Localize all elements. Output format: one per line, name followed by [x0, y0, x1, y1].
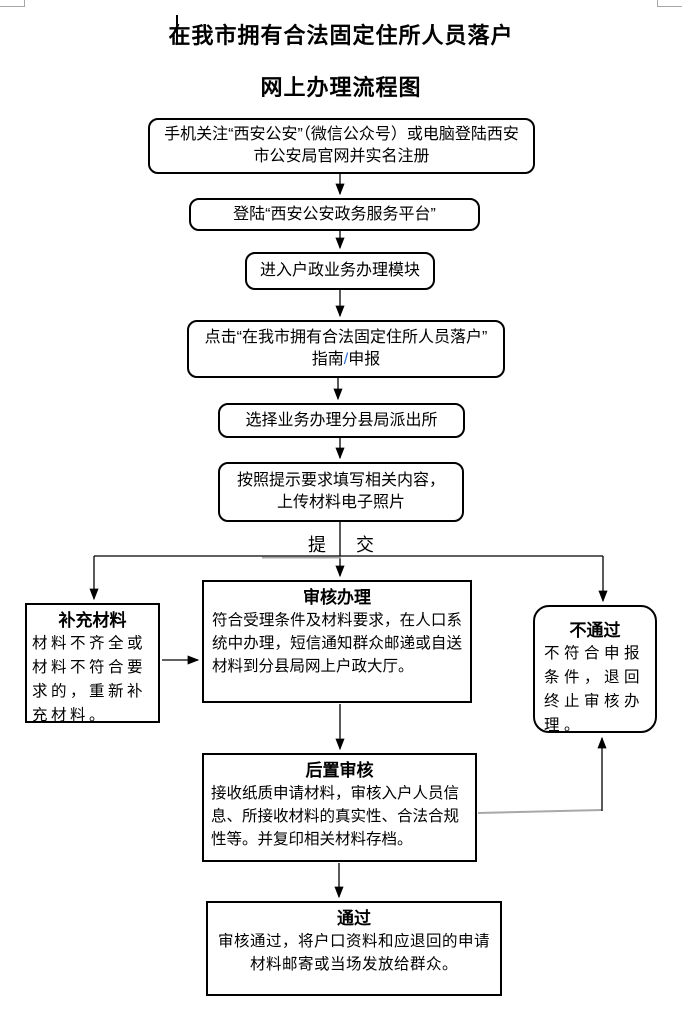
post-review-title: 后置审核: [305, 761, 374, 780]
submit-char-1: 提: [308, 535, 326, 555]
step6-fill-upload-box: 按照提示要求填写相关内容， 上传材料电子照片: [218, 462, 464, 522]
step4-text-line2: 指南/申报: [312, 349, 380, 371]
step4-slash: /: [343, 351, 349, 368]
step4-text-line1: 点击“在我市拥有合法固定住所人员落户”: [204, 329, 488, 346]
step2-text: 登陆“西安公安政务服务平台”: [233, 205, 436, 223]
step1-text-line1: 手机关注“西安公安”（微信公众号）或电脑登陆西安: [164, 126, 519, 143]
reject-box: 不通过 不符合申报条件，退回终止审核办理。: [533, 605, 657, 734]
submit-char-2: 交: [356, 535, 374, 555]
pass-title: 通过: [337, 909, 371, 928]
step1-register-box: 手机关注“西安公安”（微信公众号）或电脑登陆西安 市公安局官网并实名注册: [148, 118, 535, 174]
pass-box: 通过 审核通过，将户口资料和应退回的申请材料邮寄或当场发放给群众。: [206, 901, 502, 996]
supplement-body: 材料不齐全或材料不符合要求的，重新补充材料。: [32, 635, 147, 724]
step6-text-line2: 上传材料电子照片: [276, 494, 405, 511]
step4-guide-label: 指南: [311, 351, 344, 368]
page-title-line-1: 在我市拥有合法固定住所人员落户: [168, 23, 514, 48]
post-review-box: 后置审核 接收纸质申请材料，审核入户人员信息、所接收材料的真实性、合法合规性等。…: [202, 753, 477, 862]
step3-household-module-box: 进入户政业务办理模块: [245, 252, 435, 290]
page-title-line-2: 网上办理流程图: [260, 75, 422, 100]
page-corner-mark-left: [0, 0, 25, 7]
review-process-box: 审核办理 符合受理条件及材料要求，在人口系统中办理，短信通知群众邮递或自送材料到…: [202, 580, 472, 703]
supplement-title: 补充材料: [58, 611, 127, 630]
step3-text: 进入户政业务办理模块: [259, 262, 420, 279]
step1-text-line2: 市公安局官网并实名注册: [253, 148, 430, 165]
step2-login-platform-box: 登陆“西安公安政务服务平台”: [189, 198, 480, 231]
step4-apply-label: 申报: [348, 351, 381, 368]
page-corner-mark-right: [657, 0, 682, 7]
text-cursor-bar: [176, 15, 178, 45]
step5-text: 选择业务办理分县局派出所: [245, 411, 438, 429]
reject-title: 不通过: [569, 621, 621, 640]
review-body: 符合受理条件及材料要求，在人口系统中办理，短信通知群众邮递或自送材料到分县局网上…: [212, 612, 462, 675]
submit-label: 提 交: [308, 533, 374, 557]
pass-body: 审核通过，将户口资料和应退回的申请材料邮寄或当场发放给群众。: [217, 933, 490, 973]
supplement-materials-box: 补充材料 材料不齐全或材料不符合要求的，重新补充材料。: [25, 603, 160, 724]
step4-click-guide-apply-box: 点击“在我市拥有合法固定住所人员落户” 指南/申报: [187, 320, 505, 378]
step5-select-office-box: 选择业务办理分县局派出所: [218, 403, 465, 438]
step6-text-line1: 按照提示要求填写相关内容，: [236, 472, 445, 489]
reject-body: 不符合申报条件，退回终止审核办理。: [544, 645, 645, 734]
review-title: 审核办理: [303, 588, 371, 607]
post-review-body: 接收纸质申请材料，审核入户人员信息、所接收材料的真实性、合法合规性等。并复印相关…: [211, 785, 460, 848]
